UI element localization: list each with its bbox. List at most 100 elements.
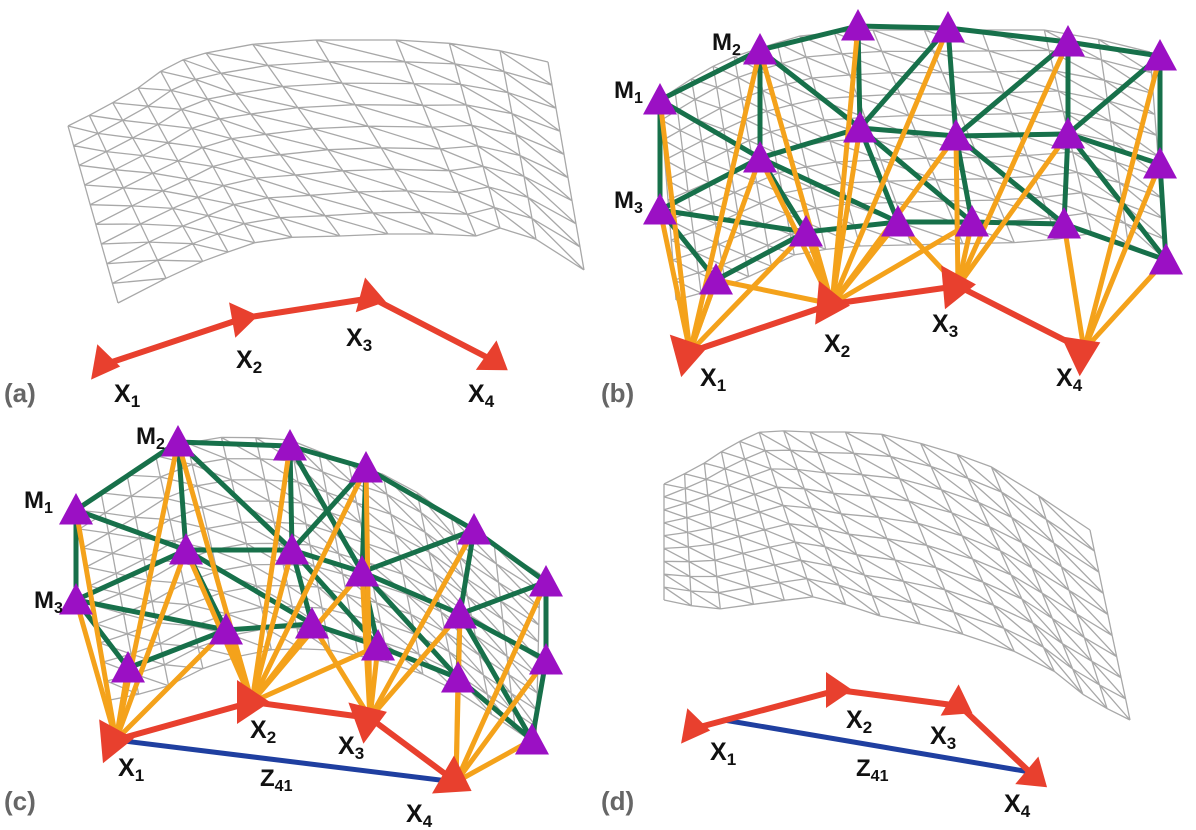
landmark-link [73, 597, 229, 633]
pose-label-x3: X3 [346, 324, 372, 355]
pose-marker [91, 344, 121, 380]
observation-edge [955, 131, 1071, 289]
landmark-marker [643, 83, 677, 115]
landmark-link [657, 155, 763, 213]
landmark-link [953, 133, 1067, 227]
landmark-marker [699, 263, 733, 295]
robot-poses [681, 672, 1048, 788]
odometry-edge [103, 315, 247, 367]
observation-edge [249, 443, 293, 705]
observation-edge [829, 125, 863, 307]
loop-closure-line [721, 717, 1033, 775]
pose-label-x1: X1 [118, 754, 144, 785]
landmark-marker [529, 643, 563, 675]
pose-label-x1: X1 [710, 738, 736, 769]
observation-edge [113, 627, 229, 743]
landmark-link [287, 443, 295, 553]
landmark-marker [295, 607, 329, 639]
pose-marker [432, 755, 472, 794]
observation-edge [757, 155, 835, 307]
observation-edge [73, 507, 119, 743]
landmark-link [953, 39, 1071, 139]
pose-marker [1061, 336, 1101, 377]
pose-marker [475, 340, 508, 371]
landmark-marker [743, 33, 777, 65]
observation-edge [175, 439, 255, 705]
observation-edge [367, 611, 463, 721]
pose-marker [355, 277, 386, 313]
pose-marker [815, 280, 850, 325]
landmark-marker [1047, 207, 1081, 239]
landmark-link [857, 125, 901, 225]
landmark-links [657, 23, 1169, 283]
observation-edge [829, 23, 861, 307]
landmark-link [757, 23, 861, 53]
pose-label-x2: X2 [250, 716, 276, 747]
odometry-edges [113, 699, 459, 785]
surface-mesh [663, 430, 1131, 721]
landmark-marker [169, 533, 203, 565]
landmark-link [363, 465, 477, 533]
pose-label-x3: X3 [932, 310, 958, 341]
odometry-edge [693, 687, 841, 731]
observation-edge [687, 155, 763, 355]
landmark-link [457, 579, 549, 617]
landmark-link [855, 23, 951, 31]
mesh-grid [67, 39, 585, 304]
observation-edge [657, 97, 693, 355]
landmark-marker [529, 565, 563, 597]
landmark-label-m1: M1 [614, 77, 643, 107]
landmark-link [73, 507, 189, 553]
landmark-marker [1143, 147, 1177, 179]
landmark-label-m1: M1 [24, 487, 53, 517]
observation-edge [453, 611, 463, 785]
landmark-marker [443, 597, 477, 629]
loop-closure-edge [113, 737, 459, 785]
landmark-marker [1143, 39, 1177, 71]
landmark-link [945, 25, 1071, 45]
pose-marker [348, 702, 387, 744]
pose-label-x3: X3 [930, 722, 956, 753]
landmark-link [857, 125, 959, 139]
observation-edge [757, 47, 835, 307]
pose-label-x4: X4 [1004, 790, 1031, 821]
observation-edge [249, 547, 295, 705]
landmark-link [657, 97, 763, 161]
odometry-edges [103, 295, 499, 367]
observation-edge [249, 465, 369, 705]
landmark-marker [161, 425, 195, 457]
landmark-marker [59, 493, 93, 525]
odometry-edge [249, 699, 373, 721]
observation-edge [687, 47, 763, 355]
odometry-edge [241, 295, 375, 321]
odometry-edge [367, 715, 459, 785]
landmark-label-m2: M2 [136, 423, 165, 453]
observation-edge [1081, 257, 1169, 353]
landmark-link [1157, 161, 1169, 263]
pose-marker [681, 708, 711, 744]
landmark-marker [273, 429, 307, 461]
observation-edge [955, 39, 1071, 289]
loop-closure-edge [721, 717, 1033, 775]
pose-marker [237, 680, 270, 724]
observation-edge [1081, 53, 1163, 353]
constraint-label-z41: Z41 [856, 755, 889, 785]
landmark-marker [789, 215, 823, 247]
pose-marker [229, 302, 259, 338]
pose-label-x3: X3 [338, 732, 364, 763]
observation-edge [249, 643, 381, 705]
observation-edge [1061, 221, 1087, 353]
odometry-edges [687, 283, 1087, 355]
mesh-grid [663, 430, 1131, 721]
odometry-edges [693, 687, 1039, 781]
landmark-marker [931, 11, 965, 43]
observation-edge [453, 579, 549, 785]
landmark-link [857, 25, 951, 131]
observation-edge [713, 277, 835, 307]
constraint-label-z41: Z41 [260, 765, 293, 795]
observation-edge [953, 133, 961, 289]
